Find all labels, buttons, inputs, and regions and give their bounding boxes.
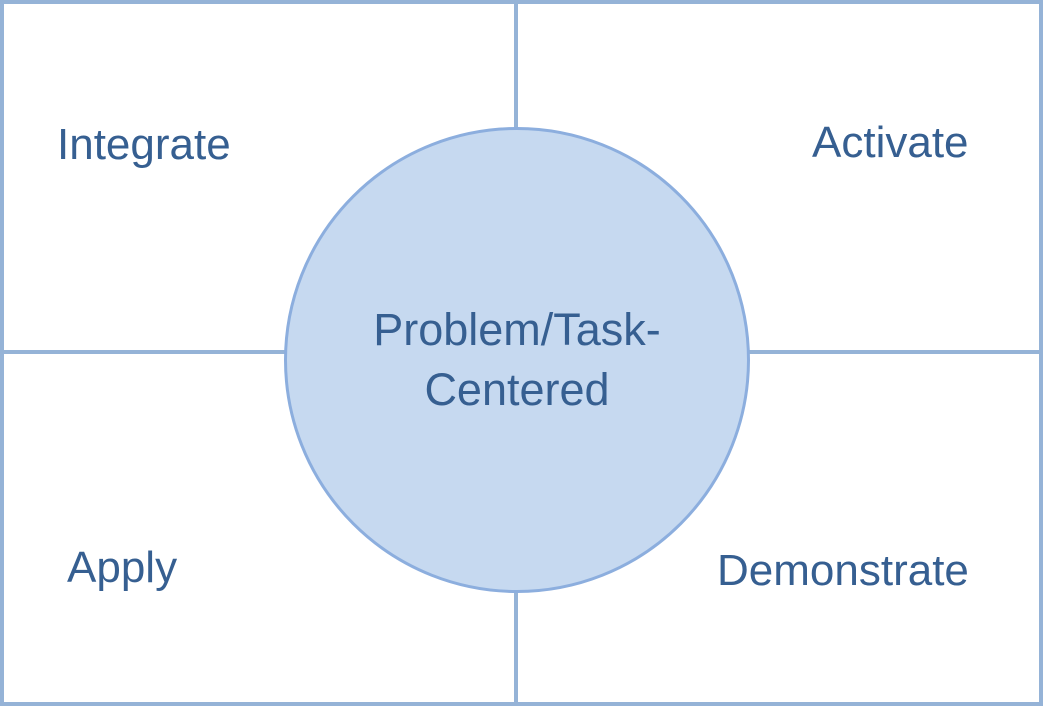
- circle-text-line1: Problem/Task-: [373, 304, 661, 355]
- quadrant-label-integrate: Integrate: [57, 120, 231, 169]
- quadrant-label-apply: Apply: [67, 543, 178, 592]
- quadrant-label-demonstrate: Demonstrate: [717, 546, 969, 595]
- quadrant-label-activate: Activate: [812, 118, 969, 167]
- center-circle: Problem/Task- Centered: [284, 127, 750, 593]
- circle-text-line2: Centered: [424, 364, 610, 415]
